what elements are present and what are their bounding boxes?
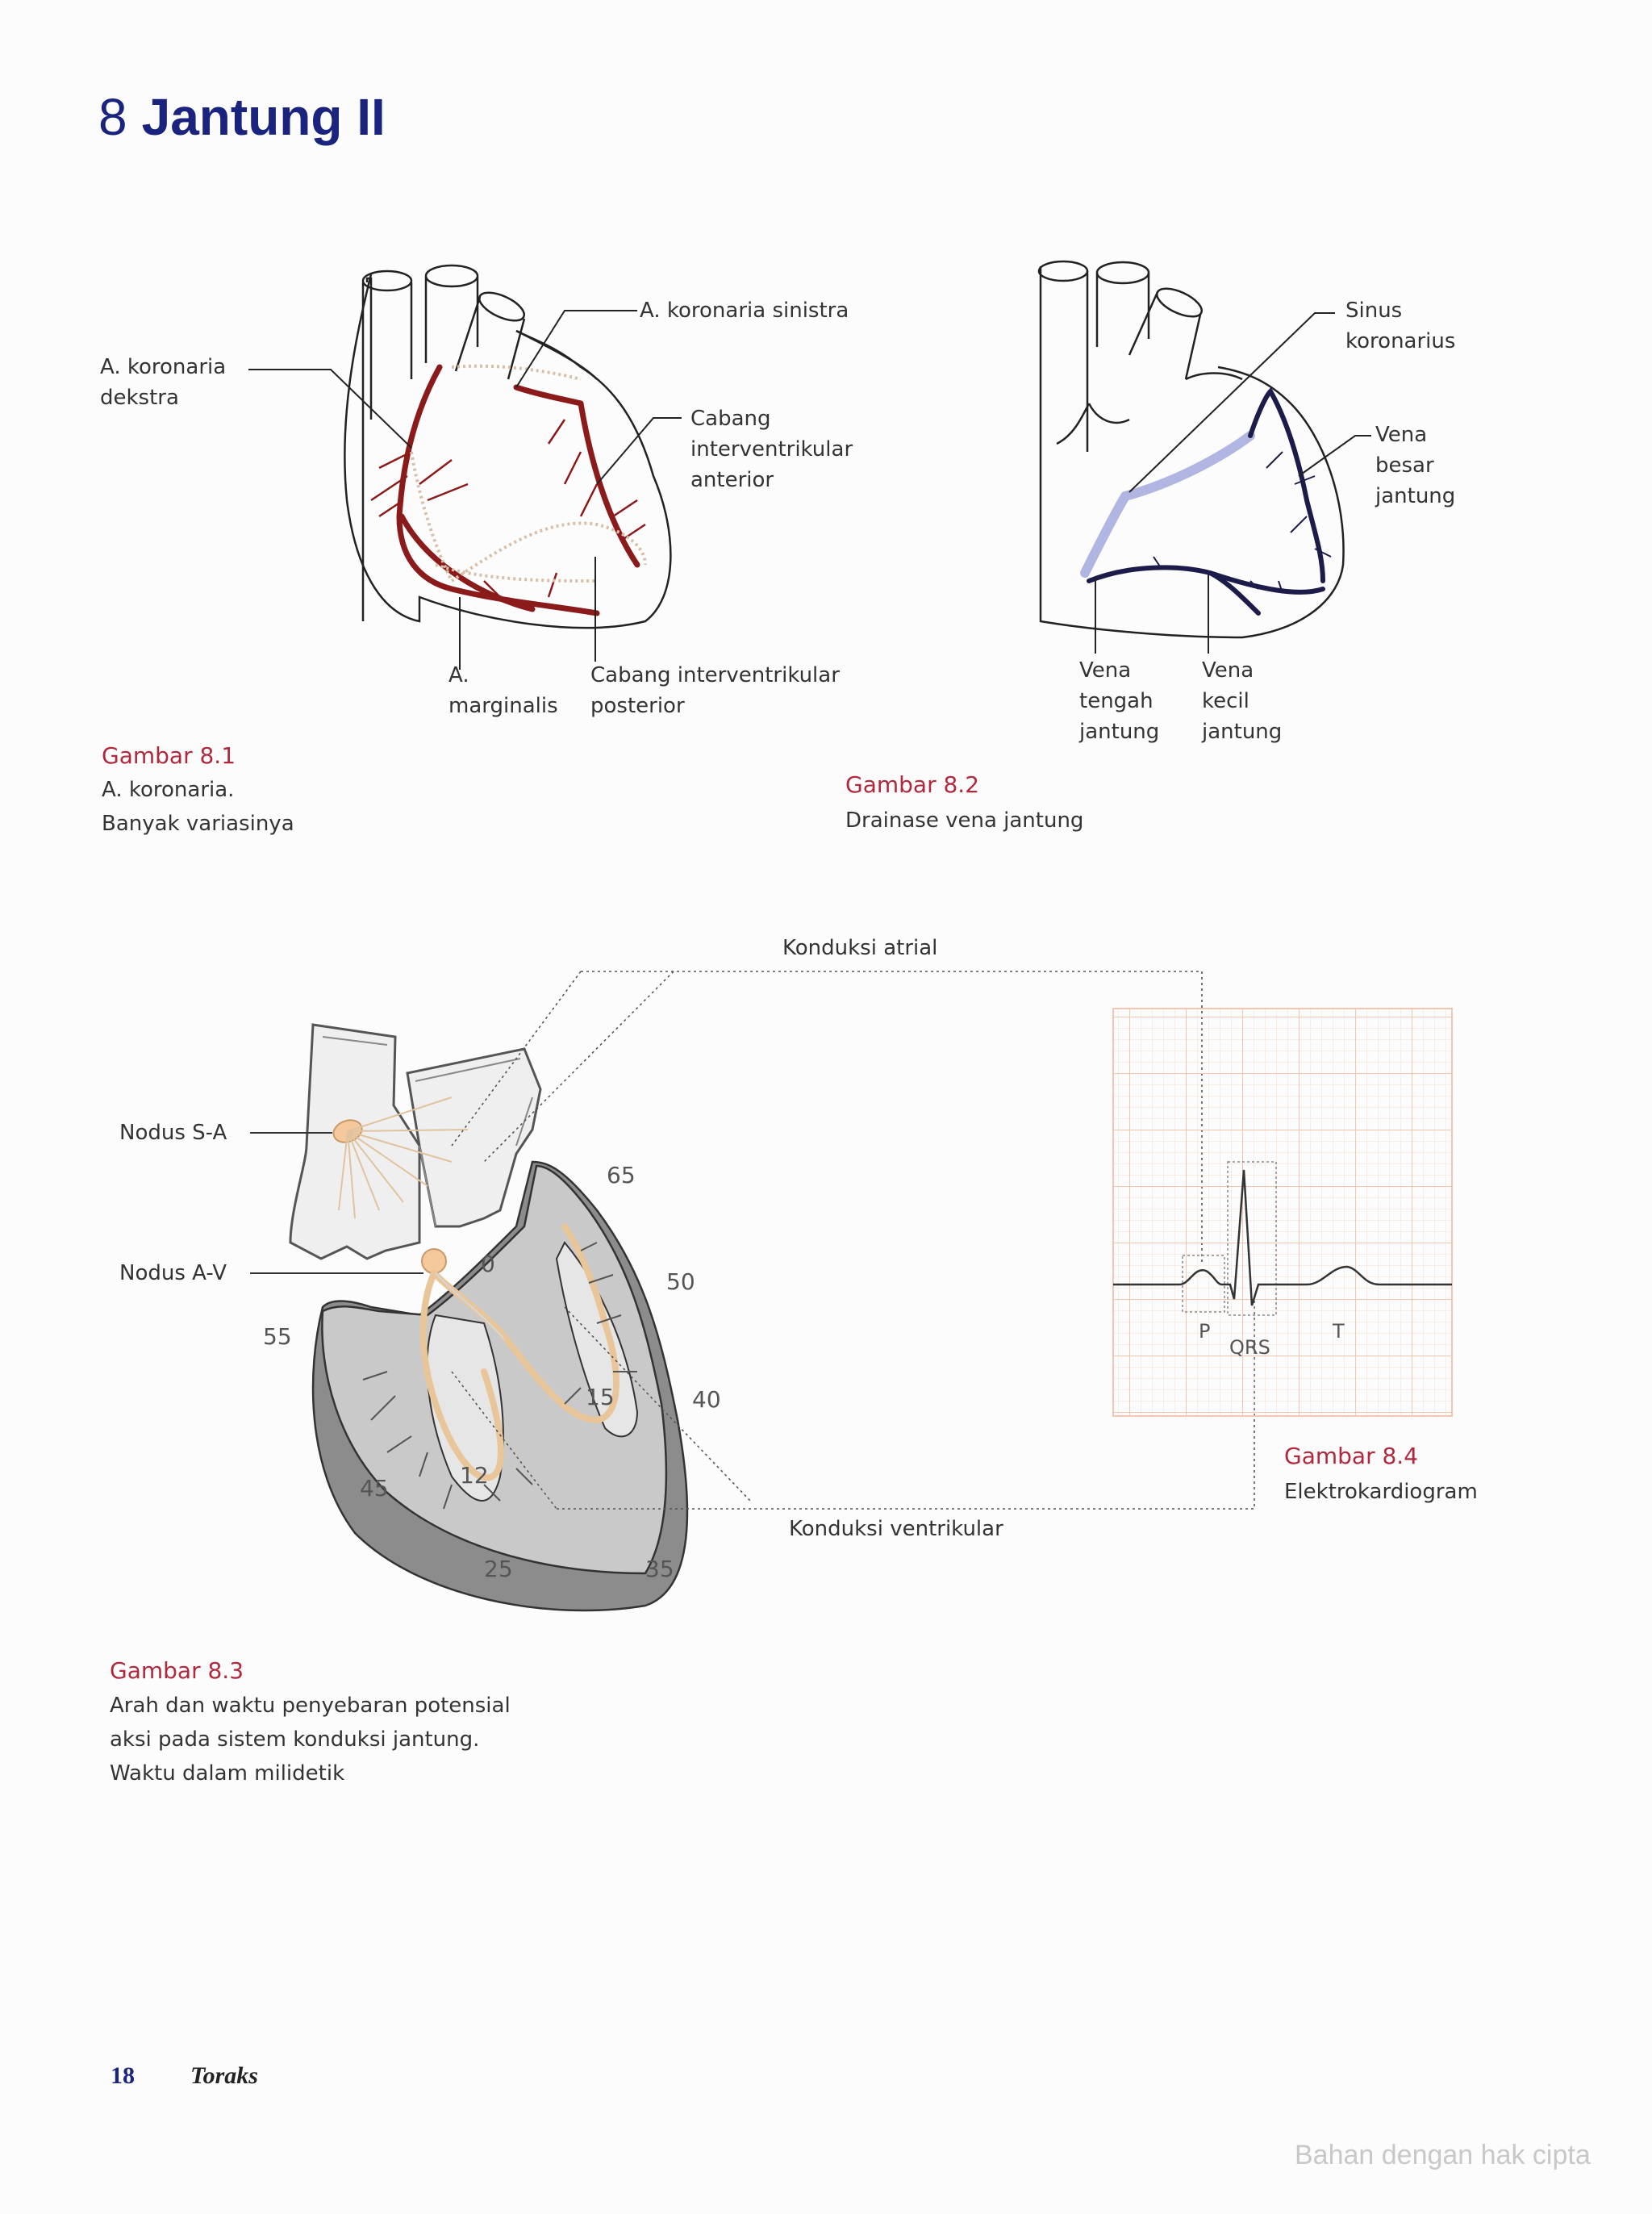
right-coronary-artery xyxy=(396,364,600,616)
ecg-label-p: P xyxy=(1199,1320,1211,1343)
timing-50: 50 xyxy=(666,1268,695,1295)
caption-heading-fig-8-3: Gambar 8.3 xyxy=(110,1657,244,1684)
caption-body-fig-8-1: A. koronaria. Banyak variasinya xyxy=(102,778,294,836)
section-name: Toraks xyxy=(190,2062,258,2089)
caption-body-fig-8-2: Drainase vena jantung xyxy=(845,808,1084,833)
great-cardiac-vein xyxy=(1248,387,1325,583)
right-bundle-branch xyxy=(419,1270,504,1481)
caption-heading-fig-8-1: Gambar 8.1 xyxy=(102,742,236,769)
timing-0: 0 xyxy=(481,1251,495,1277)
anterior-interventricular-branch xyxy=(578,400,640,568)
timing-15: 15 xyxy=(586,1384,615,1410)
label-great-cardiac-vein: Vena besar jantung xyxy=(1375,423,1456,508)
label-posterior-interventricular-branch: Cabang interventrikular posterior xyxy=(590,663,840,718)
heart-outline xyxy=(344,274,672,629)
timing-65: 65 xyxy=(607,1162,636,1188)
timing-40: 40 xyxy=(692,1386,721,1413)
ecg-label-t: T xyxy=(1333,1320,1345,1343)
label-atrial-conduction: Konduksi atrial xyxy=(782,936,938,960)
label-av-node: Nodus A-V xyxy=(119,1261,227,1285)
label-small-cardiac-vein: Vena kecil jantung xyxy=(1202,658,1283,744)
caption-body-fig-8-4: Elektrokardiogram xyxy=(1284,1480,1478,1504)
coronary-sinus xyxy=(1120,431,1255,501)
label-middle-cardiac-vein: Vena tengah jantung xyxy=(1079,658,1160,744)
label-left-coronary-artery: A. koronaria sinistra xyxy=(640,299,849,323)
ecg-grid xyxy=(1112,1008,1453,1417)
caption-heading-fig-8-2: Gambar 8.2 xyxy=(845,771,980,798)
left-bundle-branch xyxy=(431,1223,620,1424)
page-number: 18 xyxy=(111,2062,135,2089)
label-right-coronary-artery: A. koronaria dekstra xyxy=(100,355,227,410)
timing-45: 45 xyxy=(360,1475,389,1502)
label-anterior-interventricular-branch: Cabang interventrikular anterior xyxy=(690,407,853,492)
label-sa-node: Nodus S-A xyxy=(119,1121,227,1145)
timing-35: 35 xyxy=(645,1556,674,1582)
chapter-number: 8 xyxy=(98,88,127,146)
heart-outline-veins xyxy=(1039,266,1345,639)
caption-body-fig-8-3: Arah dan waktu penyebaran potensial aksi… xyxy=(110,1694,511,1786)
aorta xyxy=(365,277,373,420)
caption-heading-fig-8-4: Gambar 8.4 xyxy=(1284,1443,1419,1469)
chapter-name: Jantung II xyxy=(141,88,386,146)
timing-12: 12 xyxy=(460,1462,489,1489)
label-ventricular-conduction: Konduksi ventrikular xyxy=(789,1517,1003,1541)
ecg-trace xyxy=(1113,1169,1452,1306)
small-cardiac-vein xyxy=(1208,570,1261,616)
ecg-label-qrs: QRS xyxy=(1229,1336,1270,1359)
label-marginal-artery: A. marginalis xyxy=(448,663,558,718)
left-coronary-artery xyxy=(513,384,584,407)
timing-55: 55 xyxy=(263,1323,292,1350)
copyright-watermark: Bahan dengan hak cipta xyxy=(1295,2140,1591,2170)
timing-25: 25 xyxy=(484,1556,513,1582)
marginal-artery xyxy=(398,513,536,612)
label-coronary-sinus: Sinus koronarius xyxy=(1345,299,1456,353)
